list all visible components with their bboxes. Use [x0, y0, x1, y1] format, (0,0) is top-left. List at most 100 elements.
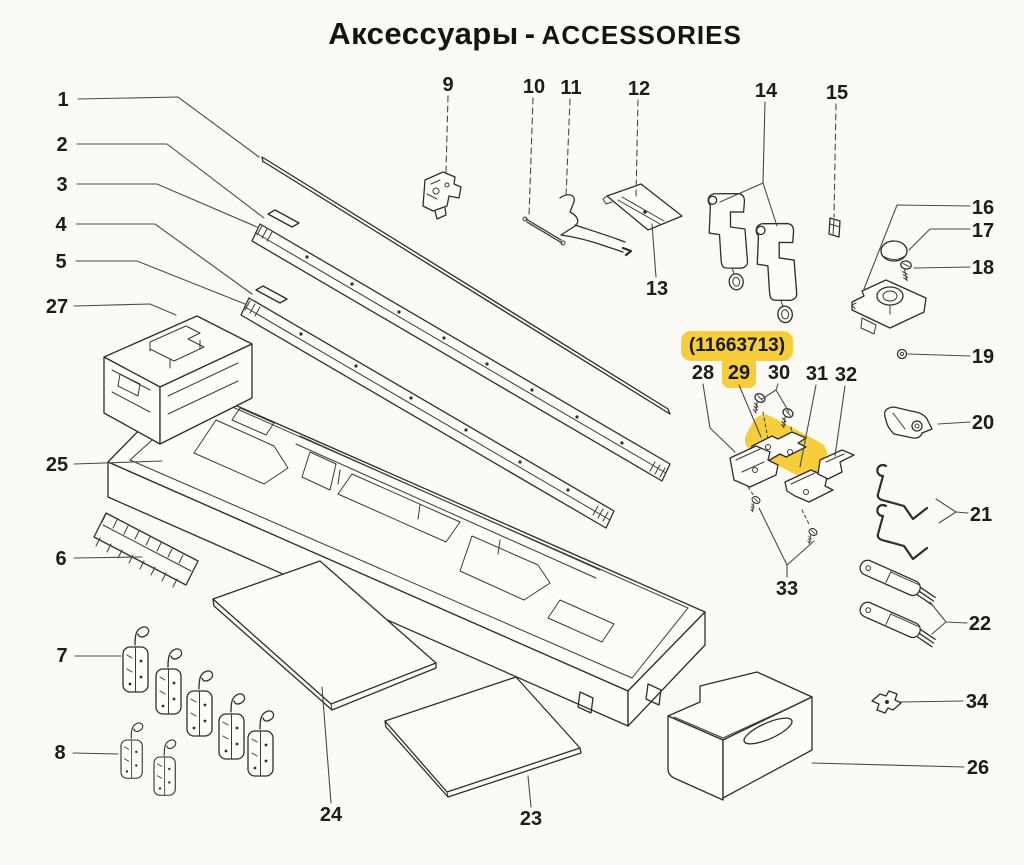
part-9-bracket: [422, 171, 462, 220]
leader-line-8: [72, 752, 119, 755]
callout-19: 19: [972, 346, 994, 368]
leader-line-33: [758, 507, 788, 578]
part-10-rod: [522, 216, 566, 246]
leader-line-5: [75, 260, 246, 305]
part-33-screw-a: [746, 494, 762, 514]
callout-12: 12: [628, 78, 650, 100]
leader-line-12: [635, 99, 639, 199]
callout-29: 29: [728, 362, 750, 384]
callout-14: 14: [755, 80, 778, 102]
part-4-5-extension-rail-rear: [240, 285, 615, 529]
highlighted-part-number-badge: (11663713): [681, 331, 793, 361]
leader-line-10: [528, 97, 534, 218]
part-14-table-clamps: [703, 189, 807, 327]
leader-line-14: [762, 182, 778, 227]
leader-line-13: [651, 223, 657, 278]
callout-3: 3: [56, 174, 67, 196]
callout-21: 21: [970, 504, 992, 526]
leader-line-6: [73, 556, 143, 559]
callout-16: 16: [972, 197, 994, 219]
part-17-disc: [880, 240, 908, 262]
leader-line-30: [775, 389, 790, 413]
callout-6: 6: [55, 548, 66, 570]
part-1-rod: [261, 156, 671, 415]
part-24-sheet: [212, 560, 437, 711]
leader-line-21: [935, 498, 969, 514]
title-english: ACCESSORIES: [541, 20, 742, 50]
leader-line-29: [738, 384, 762, 438]
callout-7: 7: [56, 645, 67, 667]
leader-line-16: [863, 204, 971, 290]
callout-1: 1: [57, 89, 68, 111]
leader-line-22: [929, 601, 968, 624]
callout-34: 34: [966, 691, 989, 713]
part-23-sheet: [384, 676, 582, 798]
leader-line-26: [811, 762, 965, 768]
page-title: Аксессуары-ACCESSORIES: [328, 16, 742, 52]
leader-line-20: [937, 421, 971, 425]
leader-line-22: [931, 621, 947, 635]
leader-line-2: [76, 143, 265, 219]
part-21-wire-hooks: [876, 463, 929, 561]
part-25-foam-tray: [107, 382, 706, 727]
part-31-bracket: [784, 469, 834, 503]
part-30-screw-a: [747, 391, 768, 415]
leader-line-17: [908, 228, 971, 251]
callout-2: 2: [56, 134, 67, 156]
leader-line-34: [899, 700, 964, 703]
callout-15: 15: [826, 82, 848, 104]
callout-20: 20: [972, 412, 994, 434]
assembly-28-33: [729, 391, 855, 546]
part-27-case-cover: [103, 315, 253, 445]
leader-line-14: [719, 101, 766, 203]
callout-5: 5: [55, 251, 66, 273]
callout-22: 22: [969, 613, 991, 635]
leader-line-15: [833, 103, 837, 218]
part-19-washer: [896, 348, 908, 360]
leader-line-11: [565, 98, 571, 198]
part-8-claw-weights-small: [120, 722, 177, 796]
part-18-screw: [898, 259, 913, 282]
callout-25: 25: [46, 454, 68, 476]
part-6-comb: [93, 512, 199, 588]
part-32-bracket: [817, 449, 855, 480]
callout-30: 30: [768, 362, 790, 384]
leader-line-27: [73, 303, 177, 316]
callout-32: 32: [835, 364, 857, 386]
leader-line-19: [907, 353, 971, 357]
leader-line-32: [834, 385, 846, 457]
leader-line-33: [786, 540, 815, 566]
title-russian: Аксессуары: [328, 16, 519, 51]
part-33-screw-b: [803, 526, 819, 546]
leader-line-28: [702, 383, 736, 453]
leader-line-18: [913, 266, 971, 269]
leader-line-24: [321, 686, 332, 804]
leader-line-1: [77, 96, 260, 158]
leader-line-25: [73, 460, 163, 465]
part-11-latch-tool: [559, 194, 633, 257]
callout-17: 17: [972, 220, 994, 242]
part-7-claw-weights: [122, 626, 275, 777]
part-12-13-plate: [602, 183, 683, 231]
callout-9: 9: [442, 74, 453, 96]
callout-18: 18: [972, 257, 994, 279]
callout-4: 4: [55, 214, 67, 236]
leader-line-9: [445, 95, 449, 173]
part-2-3-extension-rail-front: [251, 209, 671, 482]
part-22-prong-tools: [857, 557, 939, 648]
leader-line-23: [527, 775, 532, 808]
leader-line-4: [75, 223, 253, 295]
leader-line-31: [799, 384, 817, 468]
part-16-plate: [851, 279, 927, 335]
callout-26: 26: [967, 757, 989, 779]
callout-11: 11: [560, 77, 581, 99]
callout-33: 33: [776, 578, 798, 600]
callout-27: 27: [46, 296, 68, 318]
callout-highlight-29: [722, 357, 756, 388]
callout-10: 10: [523, 76, 545, 98]
part-15-block: [828, 217, 841, 238]
callout-23: 23: [520, 808, 542, 830]
